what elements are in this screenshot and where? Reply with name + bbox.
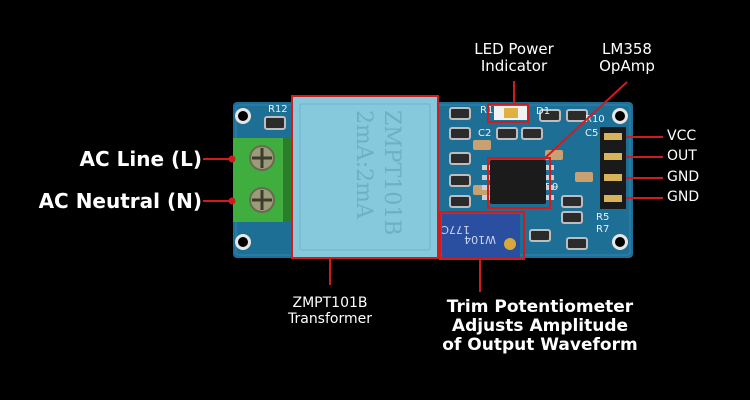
pin-label-vcc: VCC: [667, 128, 697, 144]
svg-text:W104: W104: [464, 233, 496, 246]
ac-line-label: AC Line (L): [79, 147, 202, 171]
svg-text:C2: C2: [478, 128, 491, 139]
callout-lines: [203, 81, 663, 292]
led-power-indicator-label: LED Power Indicator: [474, 40, 554, 76]
trim-potentiometer-label: Trim Potentiometer Adjusts Amplitude of …: [442, 297, 638, 356]
pin-label-gnd-2: GND: [667, 189, 700, 205]
power-led: [494, 106, 528, 120]
pin-header: [600, 127, 626, 209]
svg-text:R5: R5: [596, 212, 609, 223]
lm358-opamp-label: LM358 OpAmp: [599, 40, 655, 76]
screw-terminal: [233, 138, 291, 222]
zmpt101b-transformer-label: ZMPT101B Transformer: [287, 295, 372, 328]
svg-text:R10: R10: [585, 114, 605, 125]
svg-text:2mA:2mA: 2mA:2mA: [351, 110, 376, 220]
screw-icon: [249, 145, 275, 213]
ac-neutral-label: AC Neutral (N): [38, 189, 202, 213]
pin-label-out: OUT: [667, 148, 697, 164]
svg-text:ZMPT101B: ZMPT101B: [379, 110, 404, 235]
zmpt101b-transformer: ZMPT101B 2mA:2mA: [292, 96, 438, 258]
pin-label-gnd-1: GND: [667, 169, 700, 185]
svg-text:R12: R12: [268, 104, 288, 115]
svg-text:R7: R7: [596, 224, 609, 235]
svg-text:D1: D1: [536, 106, 550, 117]
svg-text:R1: R1: [480, 105, 493, 116]
trim-potentiometer: W104 177C: [441, 214, 520, 258]
svg-text:C5: C5: [585, 128, 598, 139]
svg-text:177C: 177C: [441, 223, 470, 236]
lm358-chip: [482, 160, 554, 204]
mounting-hole: [235, 108, 628, 250]
